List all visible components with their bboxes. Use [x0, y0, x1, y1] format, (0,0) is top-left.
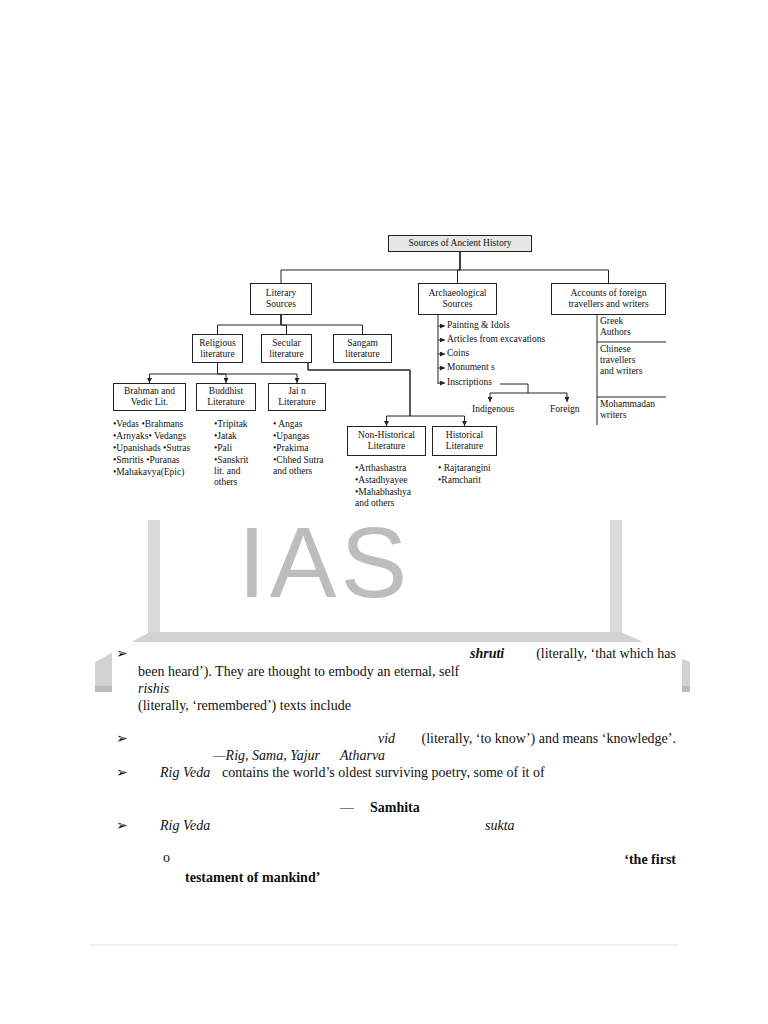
- page-rule: [90, 945, 678, 946]
- list-item: Chinese travellers and writers: [600, 344, 646, 377]
- source-box: Religious literature: [192, 334, 243, 363]
- box-text: Archaeological Sources: [422, 288, 493, 310]
- body-text: ➢: [116, 731, 128, 747]
- tree-connector: [218, 315, 282, 334]
- list-item: •Ramcharit: [438, 475, 481, 486]
- body-text: (literally, ‘to know’) and means ‘knowle…: [421, 731, 676, 747]
- body-text: Samhita: [370, 800, 420, 816]
- body-text: Rig Veda: [160, 818, 210, 834]
- tree-connector: [150, 363, 218, 383]
- archaeology-arrows: [438, 315, 567, 402]
- list-item: Greek Authors: [600, 316, 642, 338]
- box-text: Brahman and Vedic Lit.: [117, 386, 182, 408]
- source-box: Historical Literature: [432, 426, 497, 456]
- list-item: Coins: [447, 348, 469, 359]
- box-text: Jai n Literature: [272, 386, 322, 408]
- box-text: Historical Literature: [436, 430, 493, 452]
- body-text: ➢: [116, 765, 128, 781]
- body-text: Atharva: [340, 748, 385, 764]
- box-text: Sources of Ancient History: [408, 238, 511, 249]
- source-box: Sources of Ancient History: [388, 235, 532, 252]
- tree-connector: [218, 363, 298, 383]
- list-item: •Chhed Sutra and others: [273, 455, 335, 477]
- box-text: Non-Historical Literature: [351, 430, 422, 452]
- list-item: •Upangas: [273, 431, 310, 442]
- box-text: Accounts of foreign travellers and write…: [555, 288, 662, 310]
- body-text: ➢: [116, 646, 128, 662]
- list-item: •Pali: [214, 443, 232, 454]
- list-item: •Smritis •Puranas: [113, 455, 180, 466]
- list-item: • Rajtarangini: [438, 463, 491, 474]
- body-text: Rig Veda: [160, 765, 210, 781]
- source-box: Brahman and Vedic Lit.: [113, 383, 186, 411]
- body-text: (literally, ‘that which has: [536, 646, 676, 662]
- body-text: shruti: [470, 646, 504, 662]
- source-box: Non-Historical Literature: [347, 426, 426, 456]
- tree-connector: [218, 363, 227, 383]
- tree-connector: [460, 252, 609, 283]
- source-box: Accounts of foreign travellers and write…: [551, 283, 666, 315]
- body-text: ‘the first: [624, 852, 676, 868]
- list-item: •Jatak: [214, 431, 237, 442]
- list-item: •Upanishads •Sutras: [113, 443, 190, 454]
- list-item: •Prakirna: [273, 443, 309, 454]
- body-text: ➢: [116, 818, 128, 834]
- list-item: Monument s: [447, 362, 495, 373]
- box-text: Buddhist Literature: [200, 386, 252, 408]
- source-box: Sangam literature: [333, 334, 392, 363]
- list-item: Articles from excavations: [447, 334, 545, 345]
- body-text: —Rig, Sama, Yajur: [213, 748, 320, 764]
- body-text: testament of mankind’: [185, 870, 320, 886]
- list-item: •Mahabhashya and others: [355, 487, 421, 509]
- tree-connector: [308, 363, 465, 426]
- list-item: •Arnyaks• Vedangs: [113, 431, 186, 442]
- body-text: vid: [378, 731, 395, 747]
- list-item: •Sanskrit lit. and others: [214, 455, 258, 488]
- body-text: —: [340, 800, 354, 816]
- list-item: •Vedas •Brahmans: [113, 419, 183, 430]
- list-item: Mohammadan writers: [600, 399, 666, 421]
- list-item: Painting & Idols: [447, 320, 510, 331]
- source-box: Secular literature: [261, 334, 312, 363]
- body-text: (literally, ‘remembered’) texts include: [138, 698, 351, 714]
- box-text: Religious literature: [196, 338, 239, 360]
- list-item: •Tripitak: [214, 419, 248, 430]
- list-item: •Astadhyayee: [355, 475, 407, 486]
- source-box: Buddhist Literature: [196, 383, 256, 411]
- body-text: contains the world’s oldest surviving po…: [222, 765, 545, 781]
- box-text: Secular literature: [265, 338, 308, 360]
- list-item: •Arthashastra: [355, 463, 406, 474]
- list-item: Inscriptions: [447, 377, 492, 388]
- body-text: o: [163, 850, 170, 866]
- list-item: Indigenous: [472, 404, 514, 415]
- box-text: Literary Sources: [254, 288, 308, 310]
- body-text: rishis: [138, 681, 169, 697]
- body-text: been heard’). They are thought to embody…: [138, 664, 459, 680]
- source-box: Archaeological Sources: [418, 283, 497, 315]
- body-text: sukta: [485, 818, 515, 834]
- source-box: Literary Sources: [250, 283, 312, 315]
- list-item: • Angas: [273, 419, 302, 430]
- source-box: Jai n Literature: [268, 383, 326, 411]
- watermark: IAS: [238, 512, 411, 612]
- tree-connector: [281, 252, 460, 283]
- foreign-column-rules: [597, 315, 666, 425]
- tree-connector: [281, 315, 363, 334]
- list-item: Foreign: [550, 404, 580, 415]
- list-item: •Mahakavya(Epic): [113, 467, 184, 478]
- box-text: Sangam literature: [337, 338, 388, 360]
